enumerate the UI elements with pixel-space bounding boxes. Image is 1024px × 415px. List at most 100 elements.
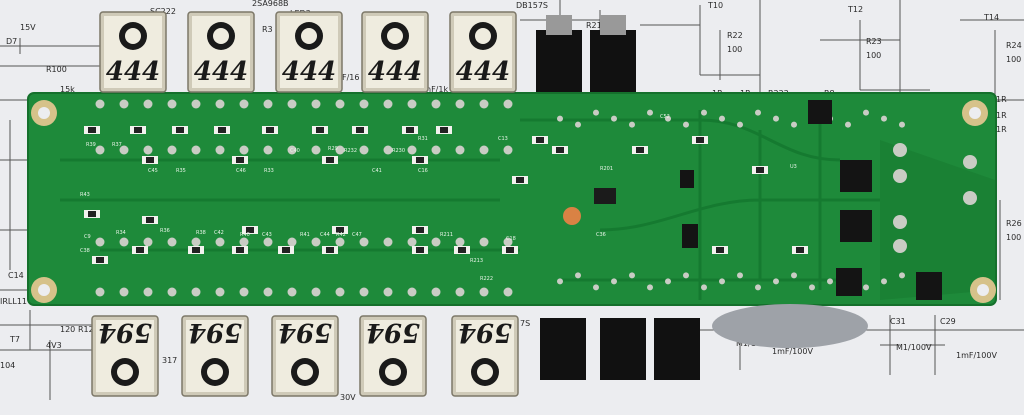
schematic-label: R23	[866, 37, 882, 46]
schematic-label: R22	[727, 31, 743, 40]
silkscreen-label: R38	[196, 230, 206, 236]
schematic-label: 1R	[996, 95, 1007, 104]
schematic-label: 15k	[60, 85, 75, 94]
silkscreen-label: U3	[790, 164, 797, 170]
schematic-label: F/16	[342, 73, 359, 82]
schematic-label: nF/1k	[426, 85, 448, 94]
schematic-label: C29	[940, 317, 956, 326]
schematic-label: 15V	[20, 23, 36, 32]
black-to220-transistors	[536, 15, 700, 380]
silkscreen-label: C45	[148, 168, 158, 174]
silkscreen-label: C44	[320, 232, 330, 238]
transistor-marking: 594	[366, 317, 420, 347]
transistor-marking: 594	[98, 317, 152, 347]
power-transistor: 594	[451, 315, 519, 397]
schematic-label: R100	[46, 65, 67, 74]
silkscreen-label: C9	[84, 234, 91, 240]
silkscreen-label: R34	[116, 230, 126, 236]
silkscreen-label: C43	[262, 232, 272, 238]
smd-components	[84, 126, 808, 264]
solder-pads	[95, 99, 977, 297]
silkscreen-label: R213	[470, 258, 483, 264]
silkscreen-label: R39	[86, 142, 96, 148]
schematic-label: 7S	[520, 319, 530, 328]
schematic-label: 30V	[340, 393, 356, 402]
silkscreen-label: C16	[418, 168, 428, 174]
schematic-label: 1mF/100V	[772, 347, 813, 356]
silkscreen-label: R31	[418, 136, 428, 142]
schematic-label: DB157S	[516, 1, 548, 10]
mount-holes	[31, 100, 996, 303]
silkscreen-label: C40	[290, 148, 300, 154]
power-transistor: 444	[275, 11, 343, 93]
transistor-marking: 444	[106, 57, 160, 87]
power-transistor: 594	[181, 315, 249, 397]
power-transistor: 444	[361, 11, 429, 93]
transistor-marking: 444	[194, 57, 248, 87]
schematic-label: C14	[8, 271, 24, 280]
silkscreen-label: R29	[328, 146, 338, 152]
silkscreen-label: R33	[264, 168, 274, 174]
silkscreen-label: C46	[236, 168, 246, 174]
schematic-label: 100	[1006, 233, 1021, 242]
power-transistor: 444	[449, 11, 517, 93]
silkscreen-label: C13	[498, 136, 508, 142]
power-transistor: 444	[187, 11, 255, 93]
silkscreen-label: C18	[506, 236, 516, 242]
schematic-label: 317	[162, 356, 177, 365]
schematic-lines	[0, 0, 1024, 400]
capacitor-body	[712, 304, 868, 348]
transistor-marking: 444	[456, 57, 510, 87]
silkscreen-label: R201	[600, 166, 613, 172]
silkscreen-label: R42	[336, 232, 346, 238]
schematic-label: 100	[727, 45, 742, 54]
schematic-label: T7	[9, 335, 20, 344]
silkscreen-label: R211	[440, 232, 453, 238]
silkscreen-label: R36	[160, 228, 170, 234]
schematic-label: R12	[78, 325, 94, 334]
silkscreen-label: C47	[352, 232, 362, 238]
copper-traces	[60, 110, 880, 300]
ic-packages	[563, 100, 942, 300]
power-transistor: 594	[91, 315, 159, 397]
board-shadow	[880, 140, 995, 300]
transistor-marking: 594	[458, 317, 512, 347]
silkscreen-label: C52	[660, 114, 670, 120]
silkscreen-label: C41	[372, 168, 382, 174]
silkscreen-label: C42	[214, 230, 224, 236]
schematic-label: 120	[60, 325, 75, 334]
power-transistor: 444	[99, 11, 167, 93]
schematic-label: 104	[0, 361, 15, 370]
schematic-label: 1R	[996, 111, 1007, 120]
silkscreen-label: R37	[112, 142, 122, 148]
schematic-label: 2SA968B	[252, 0, 289, 8]
schematic-label: 1mF/100V	[956, 351, 997, 360]
silkscreen-label: R40	[240, 232, 250, 238]
schematic-label: T14	[983, 13, 999, 22]
schematic-label: D7	[6, 37, 17, 46]
schematic-label: T10	[707, 1, 723, 10]
schematic-label: R24	[1006, 41, 1022, 50]
transistor-marking: 444	[368, 57, 422, 87]
transistor-marking: 444	[282, 57, 336, 87]
silkscreen-label: R230	[392, 148, 405, 154]
schematic-label: IRLL11	[0, 297, 27, 306]
silkscreen-label: R41	[300, 232, 310, 238]
silkscreen-label: C38	[80, 248, 90, 254]
schematic-label: R21	[586, 21, 602, 30]
silkscreen-label: C36	[596, 232, 606, 238]
silkscreen-label: R35	[176, 168, 186, 174]
silkscreen-label: R43	[80, 192, 90, 198]
schematic-label: C31	[890, 317, 906, 326]
schematic-label: 4V3	[46, 341, 62, 350]
silkscreen-label: R222	[480, 276, 493, 282]
transistor-marking: 594	[188, 317, 242, 347]
schematic-label: 100	[866, 51, 881, 60]
schematic-label: 100	[1006, 55, 1021, 64]
power-transistor: 594	[359, 315, 427, 397]
schematic-label: T12	[847, 5, 863, 14]
